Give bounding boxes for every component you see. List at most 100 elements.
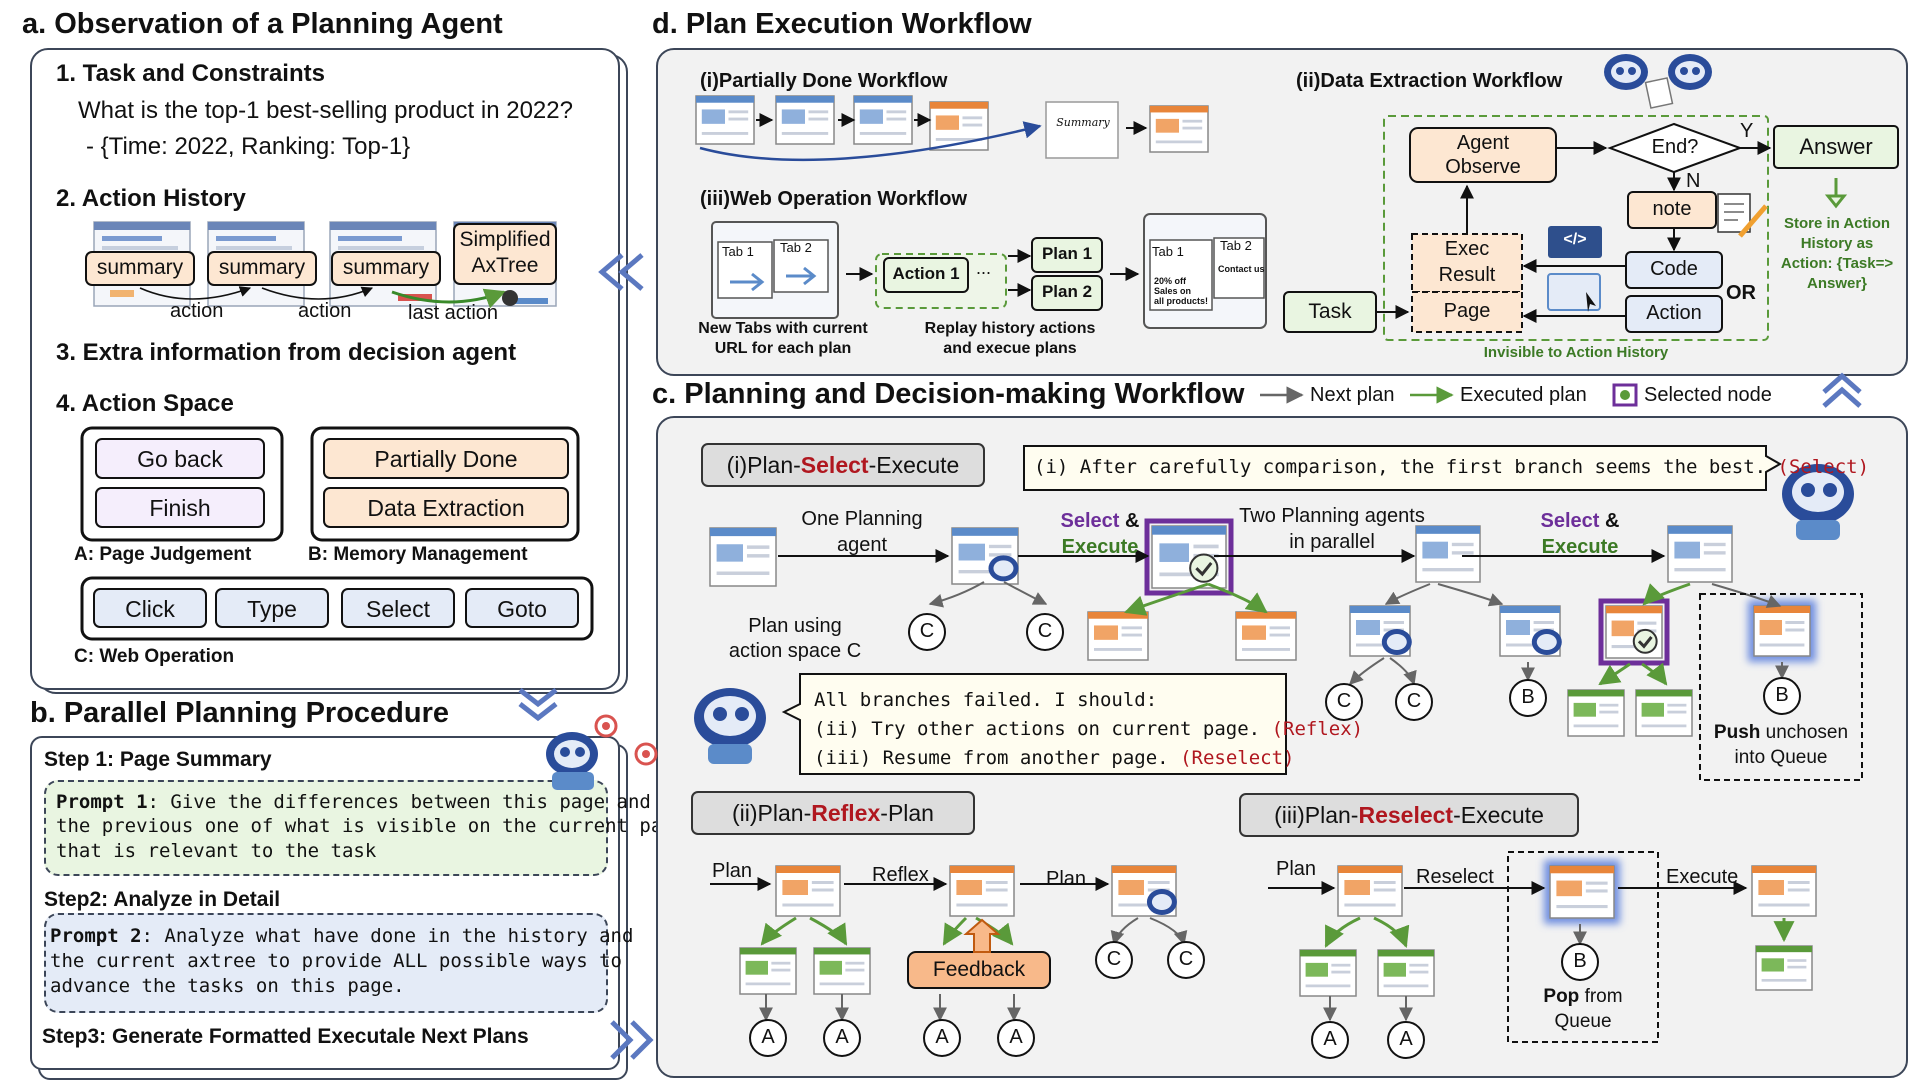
legend-selected-icon bbox=[1612, 383, 1638, 407]
prompt2-line-3: advance the tasks on this page. bbox=[50, 975, 405, 997]
pse-title-box bbox=[701, 443, 985, 487]
extra-info-heading: 3. Extra information from decision agent bbox=[56, 339, 517, 366]
pre-plan-label: Plan bbox=[1276, 858, 1317, 880]
prompt1-line-3: that is relevant to the task bbox=[56, 840, 377, 862]
cursor-icon bbox=[502, 290, 518, 306]
node-c-2 bbox=[1026, 613, 1064, 651]
pre-reselect-label: Reselect bbox=[1416, 866, 1494, 888]
action1-box bbox=[883, 257, 969, 293]
agent-observe-label-1: Agent bbox=[1456, 132, 1510, 154]
comparison-text: (i) After carefully comparison, the firs… bbox=[1034, 456, 1870, 478]
summary-doc bbox=[1045, 101, 1119, 159]
replay-caption-1: Replay history actions bbox=[924, 320, 1096, 337]
node-c-4 bbox=[1395, 683, 1433, 721]
node-a-4 bbox=[997, 1019, 1035, 1057]
pd-page-1 bbox=[695, 95, 755, 145]
pse-child-page-1 bbox=[1087, 611, 1149, 661]
pse-branch-page-1 bbox=[1349, 605, 1412, 657]
plan2-label: Plan 2 bbox=[1041, 282, 1093, 301]
axtree-label-2: AxTree bbox=[471, 254, 539, 277]
node-b-2 bbox=[1763, 677, 1801, 715]
agent-observe-label-2: Observe bbox=[1445, 156, 1521, 178]
partial-workflow-title: (i)Partially Done Workflow bbox=[700, 70, 948, 92]
code-screen-icon bbox=[1548, 226, 1602, 258]
summary-box-1 bbox=[85, 251, 195, 286]
failed-text: All branches failed. I should:(ii) Try o… bbox=[814, 689, 1364, 769]
click-label: Click bbox=[125, 596, 175, 622]
finish-label: Finish bbox=[149, 495, 211, 521]
pd-page-5 bbox=[1149, 105, 1209, 153]
task-constraints: - {Time: 2022, Ranking: Top-1} bbox=[86, 133, 411, 160]
panel-c-title: c. Planning and Decision-making Workflow bbox=[652, 378, 1245, 410]
pse-next-page bbox=[1667, 525, 1733, 583]
prp-c-2 bbox=[1149, 917, 1188, 946]
chevron-up-icon bbox=[1822, 372, 1862, 408]
node-c-1-label: C bbox=[919, 620, 935, 642]
data-extraction-label: Data Extraction bbox=[367, 495, 525, 521]
pre-exec-2 bbox=[1373, 916, 1410, 948]
replay-caption-2: and execue plans bbox=[943, 340, 1077, 357]
goto-box bbox=[465, 588, 579, 628]
node-a-1 bbox=[749, 1019, 787, 1057]
pre-title: (iii)Plan-Reselect-Execute bbox=[1274, 802, 1544, 828]
tab1-frame bbox=[717, 241, 773, 299]
pse-parallel-page bbox=[1415, 525, 1481, 583]
pre-exec-1 bbox=[1324, 916, 1361, 948]
end-label: End? bbox=[1651, 136, 1699, 158]
pse-branch-page-2 bbox=[1499, 605, 1562, 657]
node-c-5 bbox=[1095, 941, 1133, 979]
pre-green-3 bbox=[1755, 945, 1813, 991]
tab1-arrow-icon bbox=[730, 272, 765, 292]
node-c-4-label: C bbox=[1406, 690, 1422, 712]
push-queue-box bbox=[1699, 593, 1863, 781]
note-label: note bbox=[1652, 198, 1692, 220]
branch-p2 bbox=[1437, 583, 1504, 607]
tab2-frame bbox=[773, 239, 829, 293]
node-b-1 bbox=[1509, 679, 1547, 717]
robot-pair-icon bbox=[1604, 54, 1712, 109]
select-execute-label-1: Select &Execute bbox=[1060, 510, 1140, 558]
pse-green-page-2 bbox=[1635, 689, 1693, 737]
summary-label-1: summary bbox=[96, 256, 184, 279]
summary-box-3 bbox=[331, 251, 441, 286]
invisible-region bbox=[1383, 115, 1769, 341]
node-a-2 bbox=[823, 1019, 861, 1057]
select-execute-label-2: Select &Execute bbox=[1540, 510, 1620, 558]
pop-queue-box bbox=[1507, 851, 1659, 1043]
last-action-arrow bbox=[391, 288, 506, 309]
partially-done-label: Partially Done bbox=[374, 446, 518, 472]
answer-box bbox=[1773, 125, 1899, 169]
node-b-3-label: B bbox=[1573, 950, 1587, 972]
prp-page-1 bbox=[775, 865, 841, 917]
result-tab2 bbox=[1213, 237, 1265, 299]
node-a-3-label: A bbox=[935, 1026, 949, 1048]
page-judgement-label: A: Page Judgement bbox=[74, 544, 252, 565]
exec-result-label-2: Result bbox=[1438, 264, 1496, 286]
code-icon-label: </> bbox=[1563, 231, 1587, 248]
plan-branch-lines bbox=[1008, 255, 1030, 291]
plan-tree-pages bbox=[709, 518, 1817, 997]
exec-result-label-1: Exec bbox=[1444, 238, 1490, 260]
pd-page-3 bbox=[853, 95, 913, 145]
summary-doc-label: Summary bbox=[1056, 116, 1110, 129]
pse-title: (i)Plan-Select-Execute bbox=[726, 452, 960, 478]
action-arrow-2 bbox=[261, 286, 374, 300]
node-a-4-label: A bbox=[1009, 1026, 1023, 1048]
code-box bbox=[1625, 251, 1723, 289]
last-action-label: last action bbox=[408, 302, 499, 324]
pre-title-box bbox=[1239, 793, 1579, 837]
action-arrow-1 bbox=[139, 286, 252, 300]
pre-page-3 bbox=[1751, 865, 1817, 917]
pre-glow-page bbox=[1544, 860, 1620, 924]
web-op-workflow-title: (iii)Web Operation Workflow bbox=[700, 188, 968, 210]
legend-selected-label: Selected node bbox=[1644, 384, 1772, 406]
task-constraints-heading: 1. Task and Constraints bbox=[56, 60, 325, 87]
prp-page-3 bbox=[1111, 865, 1177, 917]
prp-exec-3 bbox=[942, 916, 968, 946]
tab2-arrow-icon bbox=[786, 266, 817, 286]
prp-page-2 bbox=[949, 865, 1015, 917]
panel-b-title: b. Parallel Planning Procedure bbox=[30, 697, 450, 729]
prp-exec-2 bbox=[809, 916, 848, 946]
